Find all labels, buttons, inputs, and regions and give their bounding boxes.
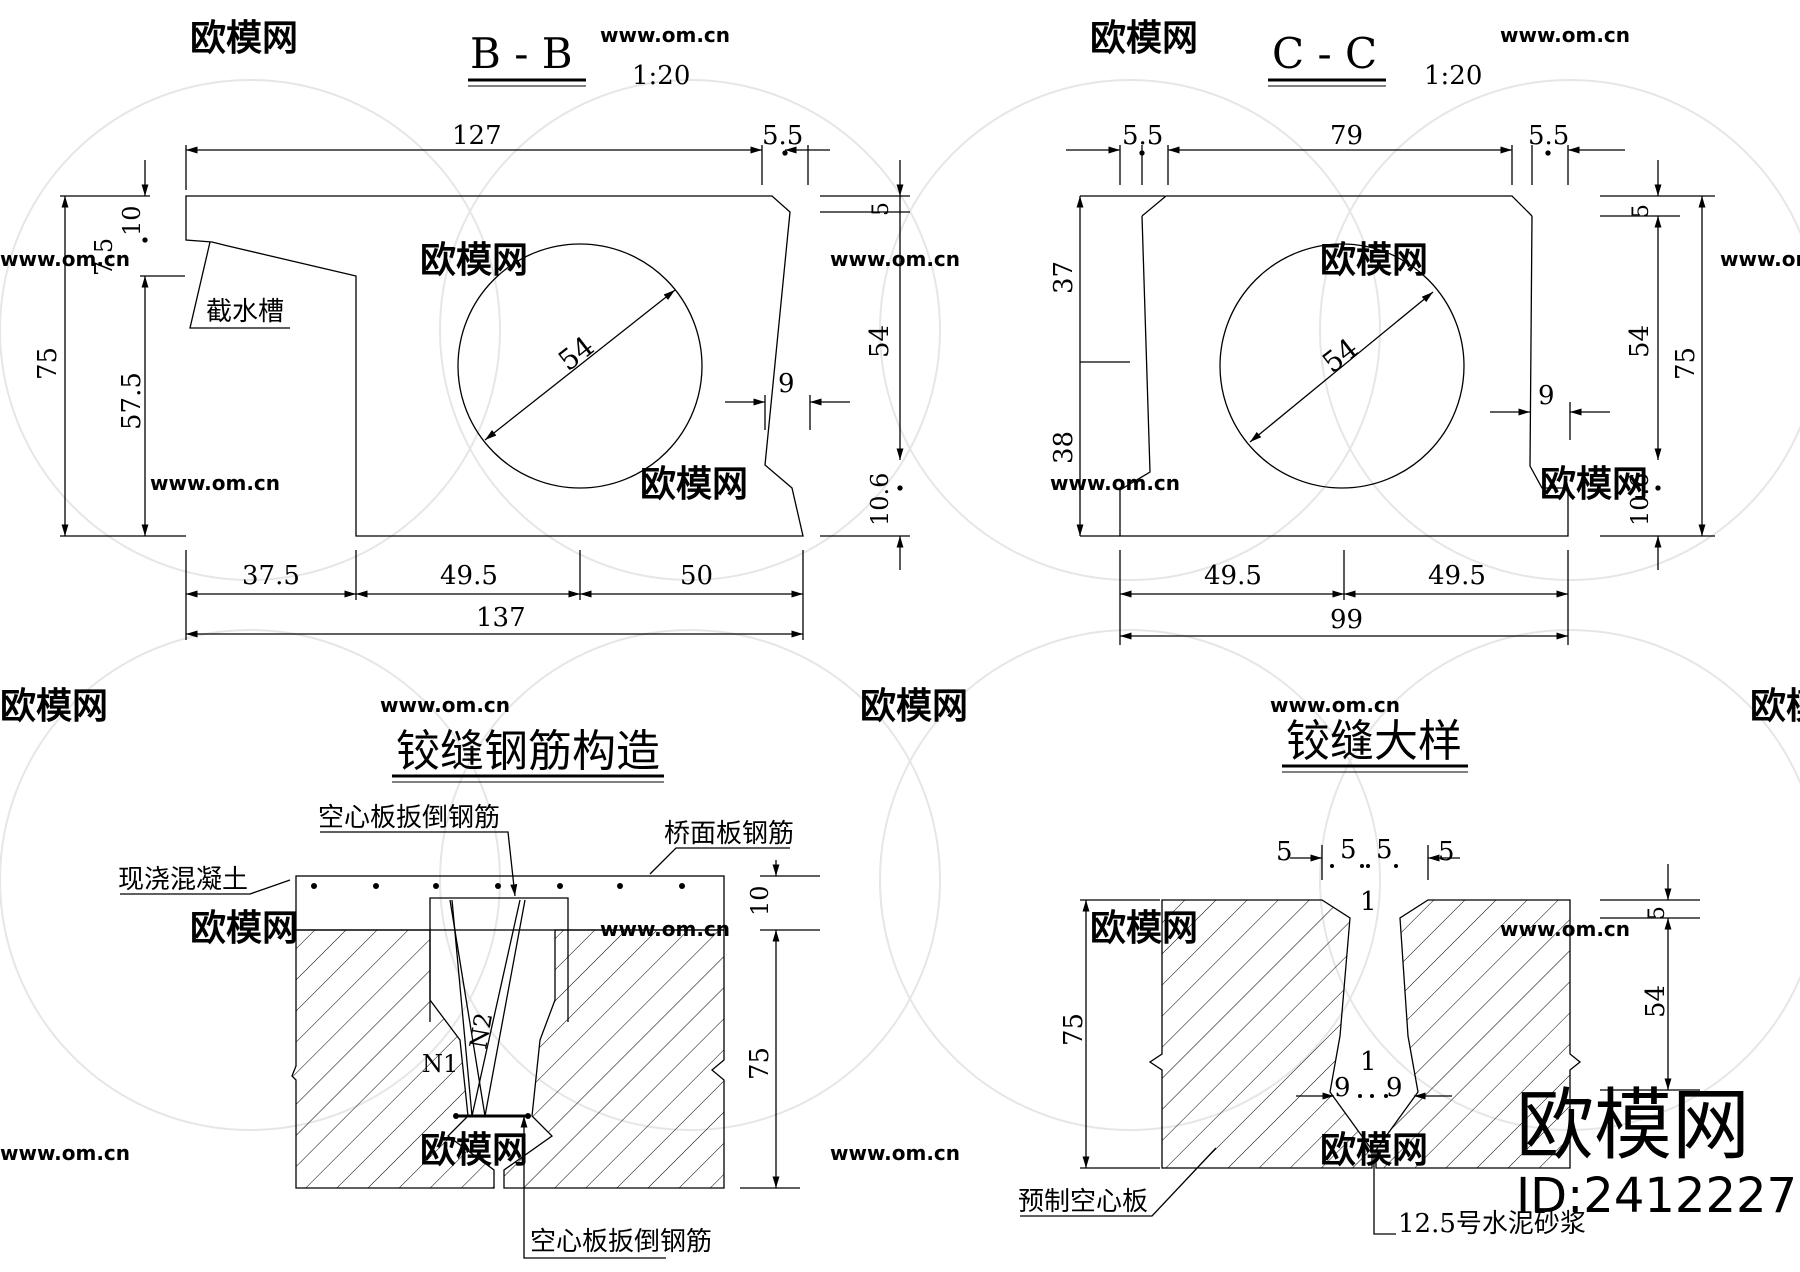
section-rebar-text: 铰缝钢筋构造 空心板扳倒钢筋 桥面板钢筋 现浇混凝土 空心板扳倒钢筋 N1 N2… <box>118 726 794 1257</box>
detail-label-panel: 预制空心板 <box>1018 1187 1148 1217</box>
watermark-logo-4: 欧模网 <box>1320 240 1428 281</box>
detail-dim-nine-left: 9 <box>1334 1073 1351 1103</box>
bb-dim-total-width: 137 <box>476 603 526 633</box>
watermark-logo-8: 欧模网 <box>860 686 968 727</box>
watermark-logo-3: 欧模网 <box>420 240 528 281</box>
section-bb-text: B - B 1:20 127 5.5 75 10 7.5 57.5 5 54 1… <box>33 29 895 633</box>
rebar-label-deck: 桥面板钢筋 <box>664 819 794 849</box>
rebar-dim-10: 10 <box>746 885 774 916</box>
cc-dim-right55: 5.5 <box>1528 121 1569 151</box>
rebar-label-top-bar: 空心板扳倒钢筋 <box>318 803 500 833</box>
detail-dim-r54: 54 <box>1641 985 1671 1018</box>
watermark-logo-6: 欧模网 <box>1540 464 1648 505</box>
watermark-logo-7: 欧模网 <box>0 686 108 727</box>
bb-dim-b375: 37.5 <box>242 561 300 591</box>
watermark-url-1: www.om.cn <box>600 23 730 47</box>
bb-dim-h10: 10 <box>118 205 146 236</box>
watermark-logo-10: 欧模网 <box>190 908 298 949</box>
cc-dim-h38: 38 <box>1049 431 1079 464</box>
bb-dim-gap: 9 <box>778 369 795 399</box>
rebar-label-bottom-bar: 空心板扳倒钢筋 <box>530 1227 712 1257</box>
cc-title: C - C <box>1272 29 1377 78</box>
brand-name: 欧模网 <box>1516 1081 1750 1171</box>
bb-title: B - B <box>470 29 573 78</box>
cc-dim-r5: 5 <box>1629 204 1654 218</box>
watermark-url-13: www.om.cn <box>830 1141 960 1165</box>
cc-dim-h37: 37 <box>1049 261 1079 294</box>
rebar-dots <box>311 883 685 1119</box>
bb-scale: 1:20 <box>632 61 690 91</box>
watermark-logo-2: 欧模网 <box>1090 18 1198 59</box>
rebar-label-n1: N1 <box>422 1050 458 1078</box>
watermark-urls: www.om.cn www.om.cn www.om.cn www.om.cn … <box>0 23 1800 1165</box>
bb-dim-h75: 7.5 <box>90 238 118 276</box>
detail-dots <box>1330 864 1398 1098</box>
bb-dim-top-right: 5.5 <box>762 121 803 151</box>
section-cc-text: C - C 1:20 5.5 79 5.5 37 38 5 54 75 10.6… <box>1049 29 1701 635</box>
watermark-url-7: www.om.cn <box>1050 471 1180 495</box>
rebar-dim-75: 75 <box>745 1047 775 1080</box>
detail-dim-t5c: 5 <box>1376 835 1393 865</box>
brand-id: ID:2412227 <box>1516 1168 1797 1224</box>
cc-scale: 1:20 <box>1424 61 1482 91</box>
cc-dim-b495b: 49.5 <box>1428 561 1486 591</box>
watermark-url-2: www.om.cn <box>1500 23 1630 47</box>
watermark-logo-1: 欧模网 <box>190 18 298 59</box>
section-rebar <box>120 774 820 1259</box>
cc-dim-r75: 75 <box>1671 347 1701 380</box>
bb-dim-diameter: 54 <box>552 330 600 378</box>
section-detail <box>1020 764 1700 1235</box>
bb-dim-total-height: 75 <box>33 347 63 380</box>
bb-dim-h575: 57.5 <box>117 372 147 430</box>
cc-dim-r106: 10.6 <box>1626 473 1654 526</box>
cc-dim-gap: 9 <box>1538 381 1555 411</box>
section-detail-text: 铰缝大样 5 5 5 5 1 1 9 9 75 5 54 预制空心板 12.5号… <box>1018 716 1671 1239</box>
cc-dim-r54: 54 <box>1625 325 1655 358</box>
detail-dim-t5d: 5 <box>1438 837 1455 867</box>
watermark-url-5: www.om.cn <box>1720 247 1800 271</box>
watermark-url-12: www.om.cn <box>0 1141 130 1165</box>
cc-dim-b495a: 49.5 <box>1204 561 1262 591</box>
bb-dim-top-width: 127 <box>452 121 502 151</box>
rebar-title: 铰缝钢筋构造 <box>396 726 660 777</box>
detail-dim-t5a: 5 <box>1276 837 1293 867</box>
bb-dim-b495: 49.5 <box>440 561 498 591</box>
bb-dim-b50: 50 <box>680 561 713 591</box>
detail-dim-nine-right: 9 <box>1386 1073 1403 1103</box>
watermark-url-9: www.om.cn <box>1270 693 1400 717</box>
watermark-logo-9: 欧模网 <box>1750 686 1800 727</box>
cc-dim-left55: 5.5 <box>1122 121 1163 151</box>
detail-title: 铰缝大样 <box>1286 716 1462 767</box>
detail-dim-t5b: 5 <box>1340 835 1357 865</box>
section-cc <box>1066 78 1715 645</box>
bb-label-groove: 截水槽 <box>206 297 284 327</box>
detail-dim-one-mid: 1 <box>1360 1047 1377 1077</box>
bb-dim-r54: 54 <box>865 325 895 358</box>
cc-dim-total-width: 99 <box>1330 605 1363 635</box>
rebar-label-n2: N2 <box>464 1010 498 1051</box>
detail-label-mortar: 12.5号水泥砂浆 <box>1398 1209 1586 1239</box>
brand-overlay: 欧模网 ID:2412227 <box>1516 1081 1797 1224</box>
watermark-url-4: www.om.cn <box>830 247 960 271</box>
watermark-logo-5: 欧模网 <box>640 464 748 505</box>
bb-dim-r106: 10.6 <box>866 473 894 526</box>
rebar-label-concrete: 现浇混凝土 <box>118 865 248 895</box>
detail-dim-75: 75 <box>1059 1013 1089 1046</box>
watermark-layer <box>0 79 1800 1131</box>
section-bb <box>60 78 910 640</box>
watermark-url-6: www.om.cn <box>150 471 280 495</box>
detail-dim-r5: 5 <box>1645 906 1670 920</box>
bb-dim-r5: 5 <box>869 202 894 216</box>
cc-dim-top-width: 79 <box>1330 121 1363 151</box>
detail-dim-one-top: 1 <box>1360 887 1377 917</box>
watermark-url-8: www.om.cn <box>380 693 510 717</box>
